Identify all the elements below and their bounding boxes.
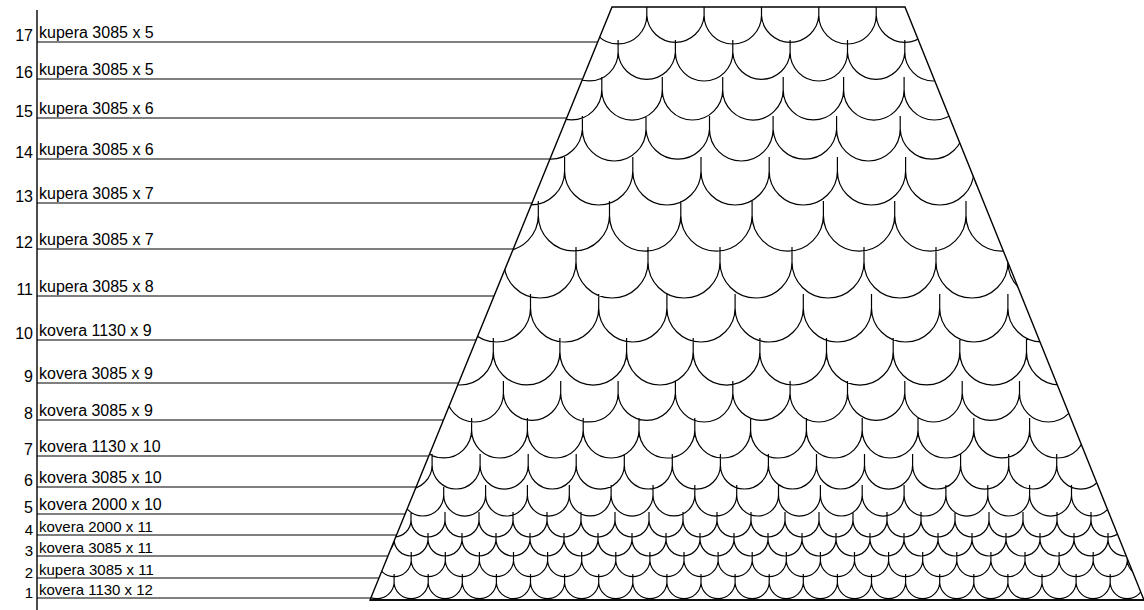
leader-line xyxy=(37,486,416,487)
roof-outline xyxy=(370,7,1144,600)
row-number: 5 xyxy=(3,500,33,516)
leader-line xyxy=(37,339,476,340)
row-number: 17 xyxy=(3,28,33,44)
leader-line xyxy=(37,419,443,420)
leader-line xyxy=(37,78,583,79)
row-number: 8 xyxy=(3,406,33,422)
row-label: kupera 3085 x 6 xyxy=(39,101,154,117)
row-number: 4 xyxy=(3,522,33,537)
row-number: 7 xyxy=(3,442,33,458)
row-number: 6 xyxy=(3,473,33,489)
row-number: 3 xyxy=(3,543,33,558)
row-label: kovera 3085 x 11 xyxy=(39,540,153,555)
leader-line xyxy=(37,555,388,556)
row-number: 2 xyxy=(3,565,33,580)
row-number: 16 xyxy=(3,65,33,81)
leader-line xyxy=(37,295,494,296)
row-label: kovera 3085 x 10 xyxy=(39,470,162,486)
row-number: 9 xyxy=(3,369,33,385)
axis-line xyxy=(36,10,37,610)
row-label: kovera 1130 x 12 xyxy=(39,582,153,597)
row-label: kovera 1130 x 9 xyxy=(39,323,152,339)
row-number: 12 xyxy=(3,235,33,251)
leader-line xyxy=(37,248,513,249)
leader-line xyxy=(37,41,598,42)
row-label: kovera 3085 x 9 xyxy=(39,366,153,382)
row-number: 10 xyxy=(3,326,33,342)
leader-line xyxy=(37,202,532,203)
leader-line xyxy=(37,577,379,578)
row-number: 14 xyxy=(3,145,33,161)
row-label: kupera 3085 x 6 xyxy=(39,142,154,158)
leader-line xyxy=(37,158,550,159)
leader-line xyxy=(37,513,405,514)
row-label: kovera 2000 x 10 xyxy=(39,497,162,513)
leader-line xyxy=(37,597,371,598)
row-label: kovera 1130 x 10 xyxy=(39,439,161,455)
leader-line xyxy=(37,117,567,118)
leader-line xyxy=(37,534,397,535)
row-label: kupera 3085 x 11 xyxy=(39,562,154,577)
row-label: kovera 2000 x 11 xyxy=(39,519,153,534)
row-label: kupera 3085 x 5 xyxy=(39,25,154,41)
row-label: kupera 3085 x 5 xyxy=(39,62,154,78)
row-number: 11 xyxy=(3,282,33,298)
row-label: kovera 3085 x 9 xyxy=(39,403,153,419)
roof-base xyxy=(370,599,1144,600)
row-label: kupera 3085 x 7 xyxy=(39,186,154,202)
row-number: 1 xyxy=(3,585,33,600)
row-label: kupera 3085 x 7 xyxy=(39,232,154,248)
leader-line xyxy=(37,455,429,456)
row-number: 13 xyxy=(3,189,33,205)
scale-tiles xyxy=(324,3,1144,599)
leader-line xyxy=(37,382,459,383)
row-label: kupera 3085 x 8 xyxy=(39,279,154,295)
roof-scales xyxy=(324,3,1144,599)
leader-lines xyxy=(37,42,598,598)
row-number: 15 xyxy=(3,104,33,120)
